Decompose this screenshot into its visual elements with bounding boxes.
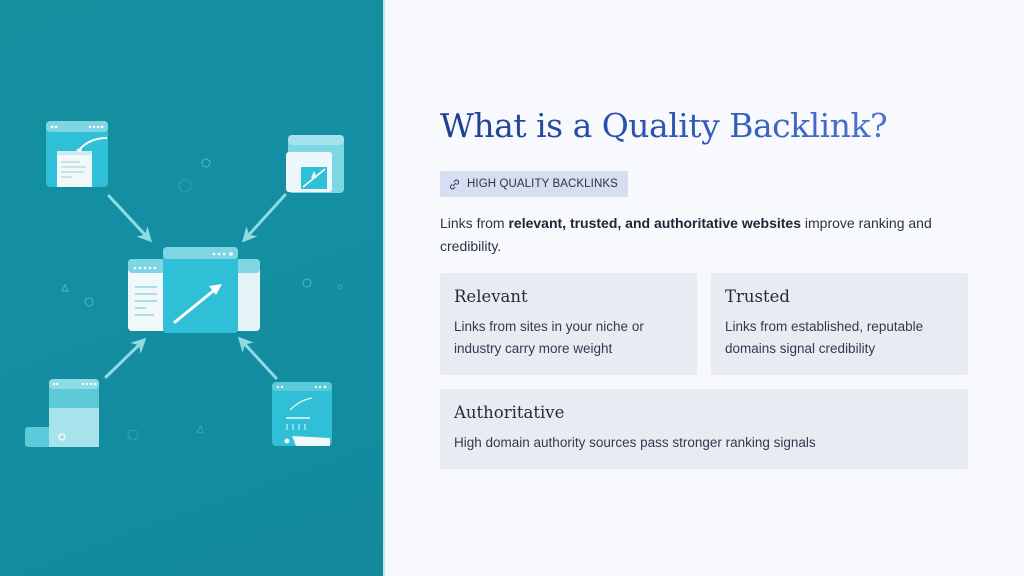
intro-text: Links from relevant, trusted, and author… [440,212,940,258]
content-panel: What is a Quality Backlink? HIGH QUALITY… [385,0,1024,576]
page-title: What is a Quality Backlink? [440,106,888,145]
card-text: High domain authority sources pass stron… [454,435,816,450]
source-window-bottom-left [25,379,99,447]
badge-label: HIGH QUALITY BACKLINKS [467,178,618,190]
link-icon [449,179,460,189]
decoration-icons [61,158,343,441]
arrows [104,193,287,380]
card-trusted: Trusted Links from established, reputabl… [711,273,968,375]
category-badge: HIGH QUALITY BACKLINKS [440,171,628,197]
source-window-top-left [46,121,108,187]
intro-highlight: relevant, trusted, and authoritative web… [508,215,801,231]
intro-suffix: improve ranking and credibility. [440,215,932,254]
illustration-panel [0,0,383,576]
backlink-network-illustration [25,121,344,447]
source-window-top-right [286,135,344,193]
card-text: Links from sites in your niche or indust… [454,319,644,356]
card-authoritative: Authoritative High domain authority sour… [440,389,968,469]
intro-prefix: Links from [440,215,509,231]
target-website [128,247,260,333]
card-title: Authoritative [454,403,565,422]
card-text: Links from established, reputable domain… [725,319,924,356]
panel-divider [383,0,385,576]
card-title: Relevant [454,287,528,306]
card-relevant: Relevant Links from sites in your niche … [440,273,697,375]
source-window-bottom-right [272,382,332,446]
card-title: Trusted [725,287,790,306]
